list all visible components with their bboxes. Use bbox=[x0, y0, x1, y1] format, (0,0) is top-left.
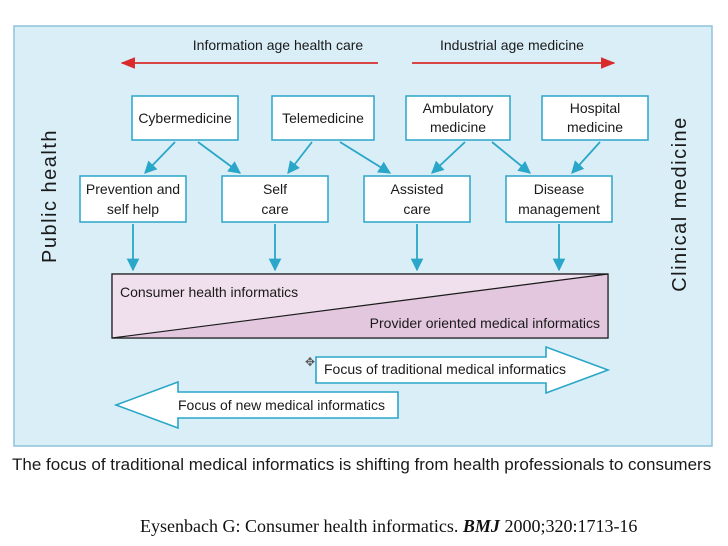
arrow-tele-to-assisted bbox=[339, 141, 392, 174]
box-cybermedicine-text: Cybermedicine bbox=[138, 110, 232, 126]
box-ambulatory-line2: medicine bbox=[430, 119, 486, 135]
move-cursor-icon: ✥ bbox=[305, 355, 315, 369]
informatics-band: Consumer health informatics Provider ori… bbox=[111, 273, 609, 339]
box-hospital-line2: medicine bbox=[567, 119, 623, 135]
box-disease-management: Disease management bbox=[505, 175, 613, 223]
new-focus-arrow: Focus of new medical informatics bbox=[113, 380, 399, 430]
industrial-age-label: Industrial age medicine bbox=[440, 37, 584, 53]
arrow-ambulatory-to-disease bbox=[491, 141, 531, 174]
box-telemedicine: Telemedicine bbox=[271, 95, 375, 141]
arrow-hospital-to-disease bbox=[571, 141, 601, 174]
public-health-label: Public health bbox=[39, 129, 61, 263]
box-cybermedicine: Cybermedicine bbox=[131, 95, 239, 141]
box-disease-line2: management bbox=[518, 201, 600, 217]
box-prevention-line2: self help bbox=[107, 201, 159, 217]
traditional-focus-arrow: Focus of traditional medical informatics bbox=[315, 345, 611, 395]
box-ambulatory-line1: Ambulatory bbox=[423, 100, 494, 116]
box-self-care: Self care bbox=[221, 175, 329, 223]
box-ambulatory-medicine: Ambulatory medicine bbox=[405, 95, 511, 141]
box-selfcare-line1: Self bbox=[263, 181, 287, 197]
traditional-focus-label: Focus of traditional medical informatics bbox=[324, 361, 566, 377]
arrow-cyber-to-selfcare bbox=[197, 141, 242, 174]
box-assisted-line2: care bbox=[403, 201, 430, 217]
citation-prefix: Eysenbach G: Consumer health informatics… bbox=[140, 516, 463, 536]
diagonal-arrows bbox=[144, 141, 601, 174]
new-focus-label: Focus of new medical informatics bbox=[178, 397, 385, 413]
box-disease-line1: Disease bbox=[534, 181, 585, 197]
clinical-medicine-label: Clinical medicine bbox=[669, 116, 691, 292]
box-assisted-line1: Assisted bbox=[391, 181, 444, 197]
box-hospital-line1: Hospital bbox=[570, 100, 621, 116]
arrow-cyber-to-prevention bbox=[144, 141, 176, 174]
box-telemedicine-text: Telemedicine bbox=[282, 110, 364, 126]
figure-caption: The focus of traditional medical informa… bbox=[12, 455, 712, 474]
citation-suffix: 2000;320:1713-16 bbox=[499, 516, 638, 536]
citation-journal: BMJ bbox=[462, 516, 500, 536]
box-prevention-line1: Prevention and bbox=[86, 181, 180, 197]
box-prevention-self-help: Prevention and self help bbox=[79, 175, 187, 223]
informatics-diagonal bbox=[111, 273, 609, 339]
box-selfcare-line2: care bbox=[261, 201, 288, 217]
box-assisted-care: Assisted care bbox=[363, 175, 471, 223]
arrow-tele-to-selfcare bbox=[287, 141, 313, 174]
provider-oriented-label: Provider oriented medical informatics bbox=[370, 315, 600, 331]
box-hospital-medicine: Hospital medicine bbox=[541, 95, 649, 141]
citation: Eysenbach G: Consumer health informatics… bbox=[140, 516, 720, 537]
arrow-ambulatory-to-assisted bbox=[431, 141, 466, 174]
vertical-arrows bbox=[126, 224, 566, 272]
consumer-health-informatics-label: Consumer health informatics bbox=[120, 284, 298, 300]
information-age-label: Information age health care bbox=[193, 37, 364, 53]
